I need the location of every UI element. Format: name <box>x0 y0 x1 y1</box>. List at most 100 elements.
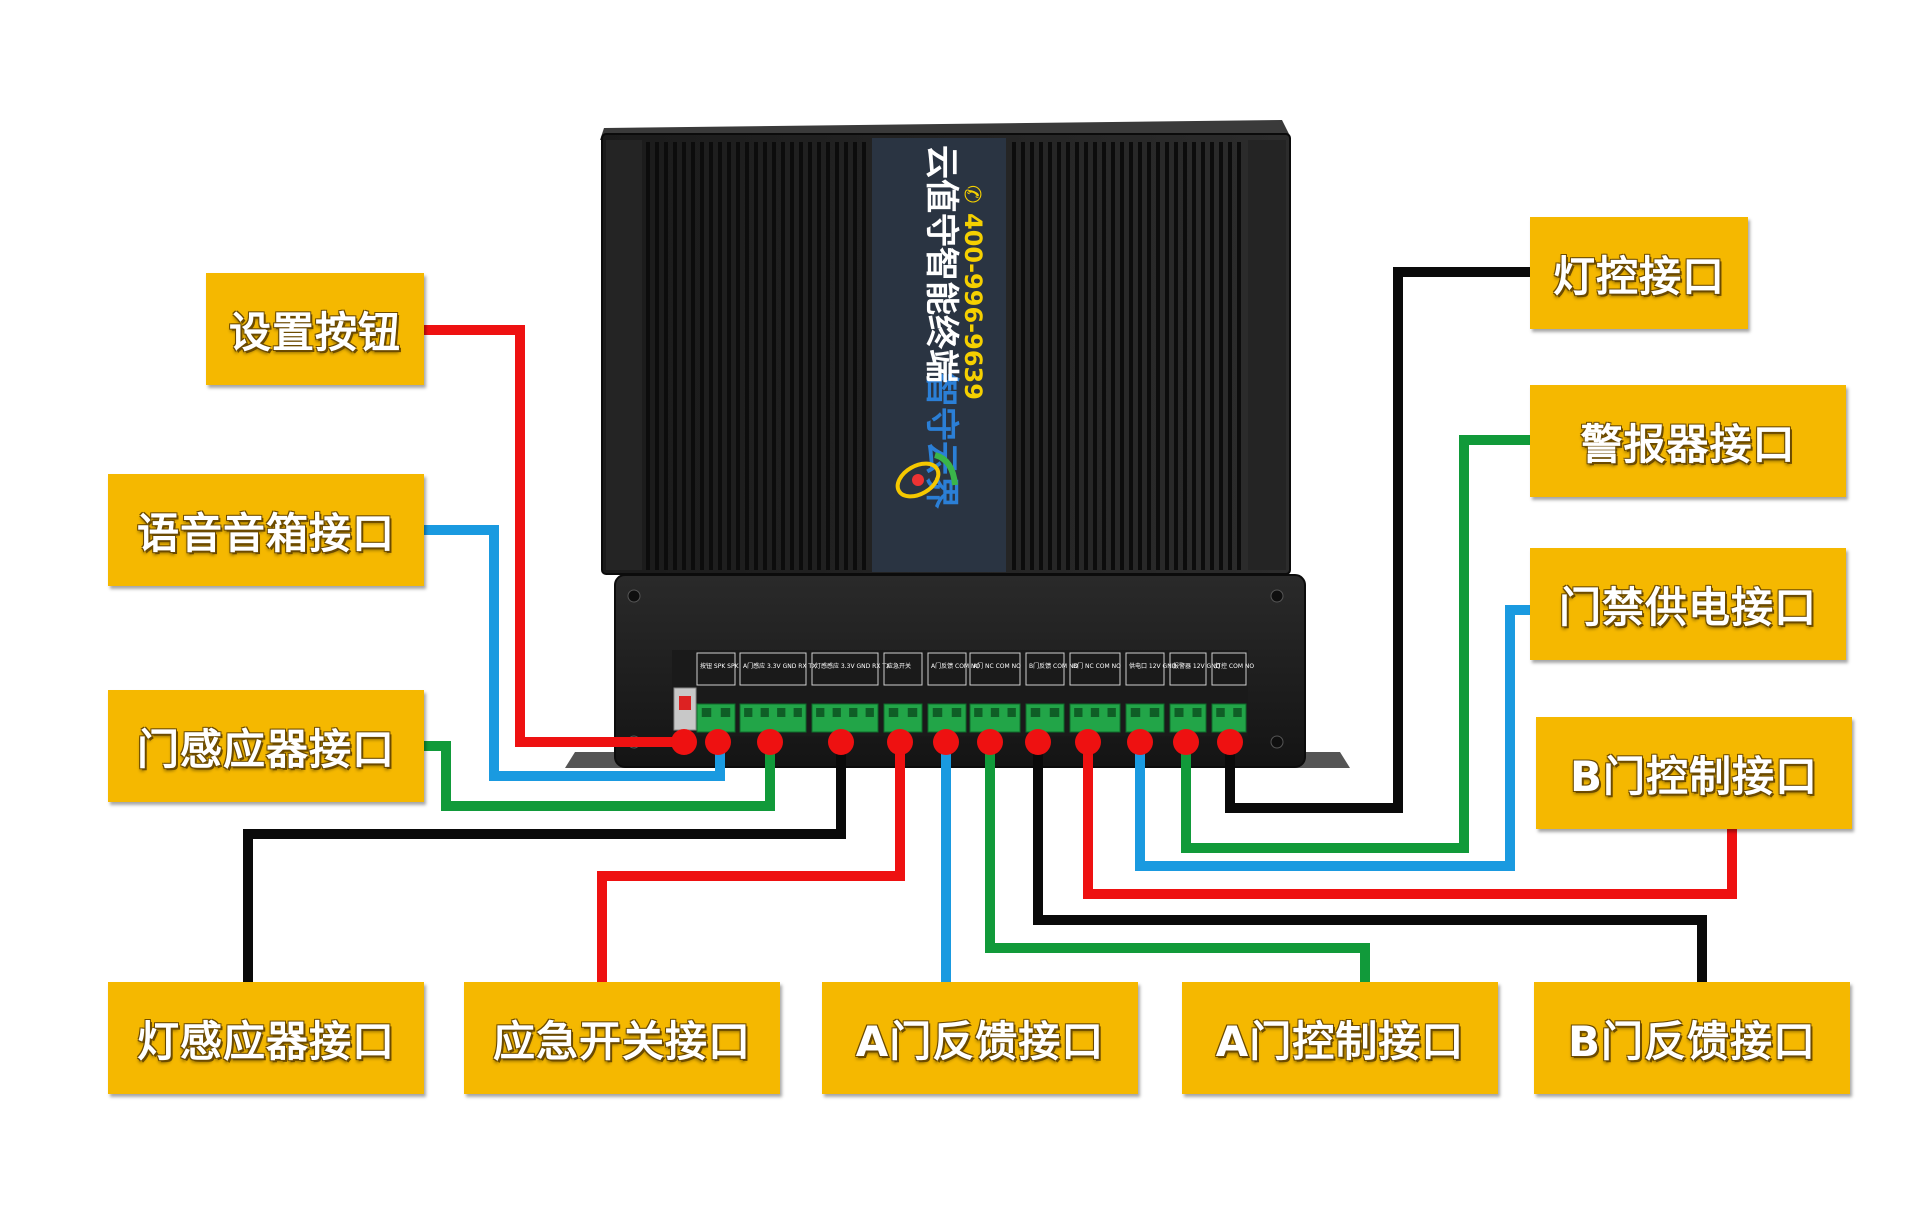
terminal-screw <box>793 708 802 717</box>
brand-logo-icon <box>895 452 958 499</box>
logo-text-group: 智守云界 云值守智能终端 <box>921 145 961 509</box>
label-access-power: 门禁供电接口 <box>1530 548 1846 660</box>
connection-dot <box>671 729 697 755</box>
wires <box>243 267 1737 982</box>
connection-dot <box>1173 729 1199 755</box>
label-door-sensor: 门感应器接口 <box>108 690 424 802</box>
heatsink-fin <box>1102 142 1106 570</box>
terminal-screw <box>888 708 899 717</box>
connection-dot <box>705 729 731 755</box>
heatsink-fin <box>1174 142 1178 570</box>
label-emergency-switch-text: 应急开关接口 <box>492 1016 751 1066</box>
terminal-screw <box>1007 708 1016 717</box>
label-access-power-text: 门禁供电接口 <box>1558 582 1817 632</box>
label-door-sensor-text: 门感应器接口 <box>136 724 395 774</box>
heatsink-fin <box>655 142 659 570</box>
heatsink-fin <box>1129 142 1133 570</box>
heatsink-fin <box>1111 142 1115 570</box>
terminal-screw <box>744 708 753 717</box>
heatsink-fin <box>1120 142 1124 570</box>
label-door-a-feedback: A门反馈接口 <box>822 982 1138 1094</box>
heatsink-fin <box>826 142 830 570</box>
terminal-screw <box>1174 708 1184 717</box>
terminal-screw <box>1030 708 1041 717</box>
label-door-b-control: B门控制接口 <box>1536 717 1852 829</box>
logo-strip <box>872 138 1006 572</box>
label-voice-speaker: 语音音箱接口 <box>108 474 424 586</box>
terminal-label: 应急开关 <box>887 662 911 670</box>
wire <box>243 742 846 982</box>
heatsink-side <box>606 140 642 570</box>
heatsink-fin <box>1030 142 1034 570</box>
terminal-label-frame <box>1211 652 1247 686</box>
brand-name: 智守云界 <box>921 373 961 509</box>
heatsink-fin <box>709 142 713 570</box>
heatsink-fin <box>718 142 722 570</box>
heatsink-fin <box>1228 142 1232 570</box>
wire <box>985 742 1370 982</box>
connection-dot <box>887 729 913 755</box>
heatsink-fin <box>664 142 668 570</box>
terminal-label: 灯控 COM NO <box>1215 662 1254 670</box>
terminal-label: A门感应 3.3V GND RX TX <box>743 662 816 670</box>
connection-dot <box>757 729 783 755</box>
label-light-sensor: 灯感应器接口 <box>108 982 424 1094</box>
heatsink-fin <box>1210 142 1214 570</box>
heatsink-fin <box>1066 142 1070 570</box>
terminal-screw <box>760 708 769 717</box>
terminal-screw <box>907 708 918 717</box>
heatsink-fin <box>700 142 704 570</box>
label-voice-speaker-text: 语音音箱接口 <box>136 508 395 558</box>
heatsink-fin <box>691 142 695 570</box>
terminal-screw <box>1130 708 1141 717</box>
terminal-label-frame <box>883 652 923 686</box>
terminal-label-frame <box>1125 652 1165 686</box>
heatsink-fin <box>727 142 731 570</box>
heatsink-fin <box>862 142 866 570</box>
connection-dot <box>828 729 854 755</box>
connection-dot <box>933 729 959 755</box>
heatsink-fin <box>1237 142 1241 570</box>
label-light-control: 灯控接口 <box>1530 217 1748 329</box>
dip-switch-lever <box>679 696 691 710</box>
terminal-label: 供电口 12V GND <box>1129 662 1177 670</box>
heatsink-fin <box>799 142 803 570</box>
terminal-label-frame <box>1169 652 1207 686</box>
heatsink-fin <box>745 142 749 570</box>
terminal-screw <box>932 708 943 717</box>
label-door-b-control-text: B门控制接口 <box>1569 751 1818 801</box>
label-light-control-text: 灯控接口 <box>1552 251 1725 301</box>
terminal-screw <box>1049 708 1060 717</box>
terminal-screw <box>974 708 983 717</box>
terminal-label: B门反馈 COM NO <box>1029 662 1079 670</box>
heatsink-fin <box>781 142 785 570</box>
heatsink-fin <box>790 142 794 570</box>
heatsink-fin <box>1192 142 1196 570</box>
heatsink-fin <box>1075 142 1079 570</box>
terminal-screw <box>951 708 962 717</box>
screw-icon <box>1270 589 1284 603</box>
heatsink-fin <box>1147 142 1151 570</box>
label-door-a-feedback-text: A门反馈接口 <box>855 1016 1105 1066</box>
label-light-sensor-text: 灯感应器接口 <box>136 1016 395 1066</box>
heatsink-fin <box>763 142 767 570</box>
heatsink-fin <box>772 142 776 570</box>
terminal-screw <box>1107 708 1116 717</box>
heatsink-fin <box>817 142 821 570</box>
label-door-a-control-text: A门控制接口 <box>1215 1016 1465 1066</box>
heatsink-fin <box>1021 142 1025 570</box>
heatsink-fin <box>1165 142 1169 570</box>
heatsink-fin <box>1156 142 1160 570</box>
heatsink-fin <box>1012 142 1016 570</box>
terminal-label: B门 NC COM NO <box>1073 662 1121 670</box>
connection-dot <box>1217 729 1243 755</box>
terminal-label-frame <box>739 652 807 686</box>
label-emergency-switch: 应急开关接口 <box>464 982 780 1094</box>
terminal-label: 灯感感应 3.3V GND RX TX <box>815 662 890 670</box>
connection-dot <box>1025 729 1051 755</box>
screw-icon <box>1270 735 1284 749</box>
terminal-screw <box>720 708 731 717</box>
terminal-screw <box>816 708 825 717</box>
terminal-screw <box>865 708 874 717</box>
